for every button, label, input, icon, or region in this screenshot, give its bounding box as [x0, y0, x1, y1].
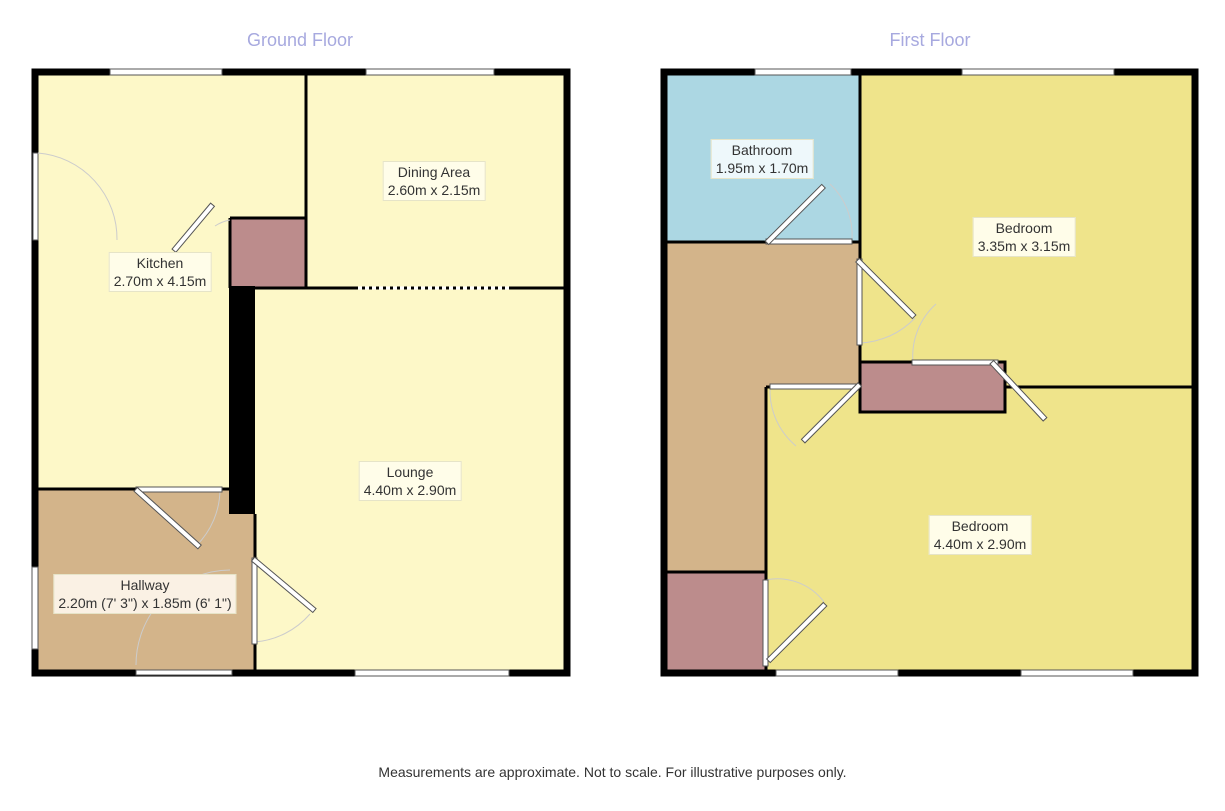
bedroom-front-size: 4.40m x 2.90m — [933, 536, 1027, 552]
hallway-label: Hallway 2.20m (7' 3") x 1.85m (6' 1") — [53, 574, 237, 614]
kitchen-label: Kitchen 2.70m x 4.15m — [108, 252, 212, 292]
kitchen-name: Kitchen — [136, 255, 184, 271]
first-floor-plan — [660, 68, 1199, 677]
bedroom-cupboard — [860, 362, 1005, 412]
kitchen-inner-door-leaf — [171, 202, 216, 253]
bedroom-front-label: Bedroom 4.40m x 2.90m — [928, 515, 1032, 555]
kitchen-side-door-panel — [32, 152, 39, 241]
bedroom-rear-door-arc — [859, 317, 916, 344]
bathroom-window — [754, 68, 852, 76]
hallway-size: 2.20m (7' 3") x 1.85m (6' 1") — [58, 595, 232, 611]
lounge-door-leaf — [251, 557, 258, 645]
hallway-side-window — [31, 566, 39, 650]
disclaimer-footnote: Measurements are approximate. Not to sca… — [378, 764, 847, 780]
kitchen-size: 2.70m x 4.15m — [113, 273, 207, 289]
dining-area-size: 2.60m x 2.15m — [387, 182, 481, 198]
bedroom-front-window-left — [775, 669, 899, 677]
bathroom-door-leaf — [765, 238, 853, 245]
first-floor-title: First Floor — [889, 30, 971, 50]
bedroom-rear-window — [961, 68, 1115, 76]
landing-door-leaf-open — [766, 601, 828, 664]
kitchen-window — [109, 68, 223, 76]
cupboard — [230, 218, 306, 288]
lounge-label: Lounge 4.40m x 2.90m — [358, 461, 462, 501]
bedroom-front-name: Bedroom — [951, 518, 1009, 534]
dining-area-label: Dining Area 2.60m x 2.15m — [382, 161, 486, 201]
hallway-name: Hallway — [120, 577, 170, 593]
dining-window — [365, 68, 495, 76]
dining-area-name: Dining Area — [397, 164, 471, 180]
kitchen-door-arc — [37, 152, 118, 241]
bedroom-rear-door-leaf — [856, 258, 863, 346]
bedroom-cupboard-door-leaf — [911, 359, 999, 366]
landing-door-leaf — [762, 579, 769, 667]
bedroom-front-window-right — [1020, 669, 1134, 677]
bathroom-door-leaf-open — [764, 183, 826, 246]
ground-floor-outer-wall — [31, 68, 571, 677]
bedroom-rear-name: Bedroom — [995, 220, 1053, 236]
landing-cupboard — [667, 572, 766, 670]
bedroom-rear-door-leaf-open — [855, 257, 917, 320]
landing-door-arc — [765, 578, 825, 603]
ground-floor-title: Ground Floor — [246, 30, 354, 50]
bedroom-cupboard-door-arc — [912, 303, 937, 363]
lounge-door-leaf-open — [250, 556, 317, 614]
chimney-breast — [229, 286, 255, 514]
front-door-panel — [135, 669, 233, 676]
hallway-door-leaf — [135, 486, 223, 493]
hallway-door-leaf-open — [133, 486, 202, 550]
bedroom-front-door-leaf — [769, 383, 859, 390]
first-floor-outer-wall — [660, 68, 1199, 677]
hallway-door-arc — [195, 488, 221, 547]
bedroom-front-door-arc — [769, 388, 797, 447]
kitchen-inner-door-arc — [214, 219, 231, 227]
lounge-name: Lounge — [386, 464, 434, 480]
bedroom-rear-label: Bedroom 3.35m x 3.15m — [972, 217, 1076, 257]
lounge-size: 4.40m x 2.90m — [363, 482, 457, 498]
bathroom-label: Bathroom 1.95m x 1.70m — [710, 139, 814, 179]
ground-floor-plan — [31, 68, 571, 677]
bedroom-cupboard-door-leaf-open — [989, 359, 1048, 422]
bedroom-rear-size: 3.35m x 3.15m — [977, 238, 1071, 254]
bathroom-door-arc — [829, 183, 853, 241]
lounge-door-arc — [254, 613, 311, 643]
bedroom-front-door-leaf-open — [800, 382, 863, 444]
lounge-window — [354, 669, 510, 677]
bathroom-name: Bathroom — [731, 142, 793, 158]
bathroom-size: 1.95m x 1.70m — [715, 160, 809, 176]
